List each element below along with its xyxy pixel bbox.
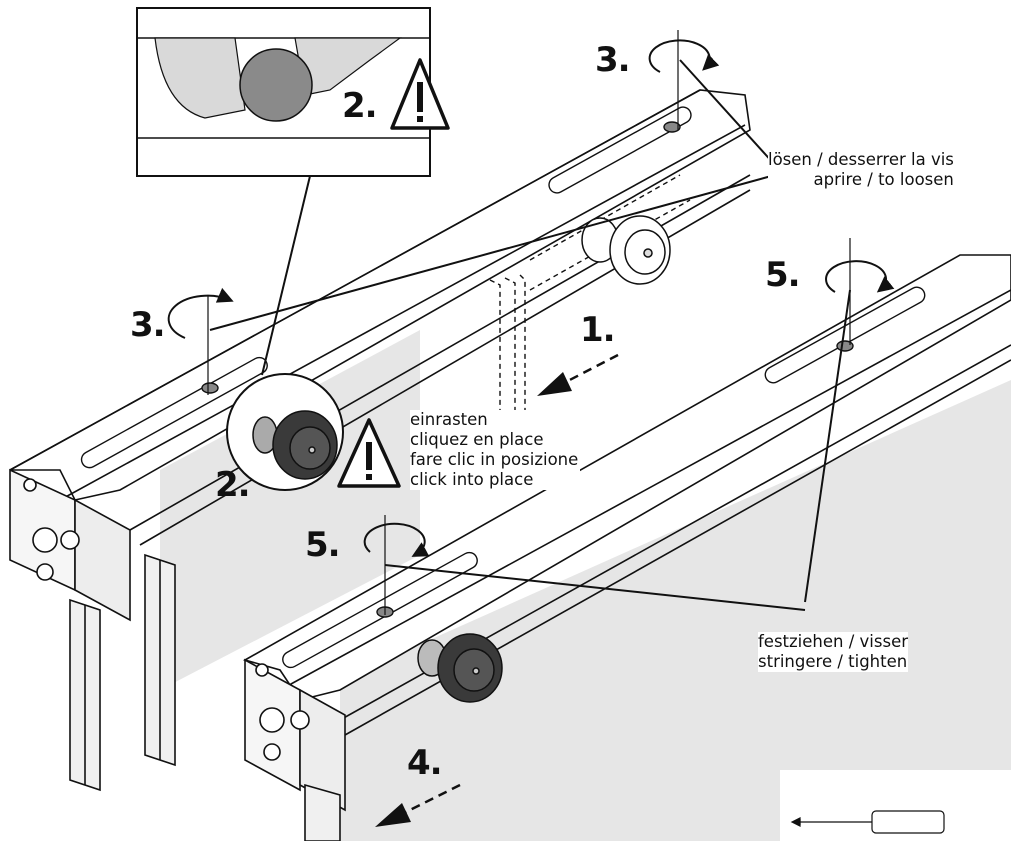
rotation-arrows <box>167 30 895 615</box>
note-click-line-1: einrasten <box>410 410 488 429</box>
note-loosen: lösen / desserrer la vis aprire / to loo… <box>768 150 954 190</box>
step-label-1: 1. <box>580 310 616 350</box>
step-label-2: 2. <box>215 465 251 505</box>
step-label-4: 4. <box>407 743 443 783</box>
leader-lines <box>209 59 851 611</box>
note-tighten: festziehen / visser stringere / tighten <box>758 632 909 672</box>
note-click-line-3: fare clic in posizione <box>410 450 579 469</box>
step-label-3-top: 3. <box>595 40 631 80</box>
knob-back <box>581 215 671 285</box>
step-label-5-mid: 5. <box>305 525 341 565</box>
note-loosen-line-2: aprire / to loosen <box>813 170 954 189</box>
knob-front <box>417 633 503 703</box>
screwdriver-icon <box>790 810 945 834</box>
note-loosen-line-1: lösen / desserrer la vis <box>768 150 954 169</box>
warning-triangle-icon <box>337 418 401 488</box>
warning-triangle-icon <box>390 58 450 130</box>
note-click-line-2: cliquez en place <box>410 430 544 449</box>
note-click-line-4: click into place <box>410 470 534 489</box>
step-label-2-inset: 2. <box>342 86 378 126</box>
rail-front <box>242 254 1011 842</box>
note-tighten-line-2: stringere / tighten <box>758 652 908 671</box>
push-arrows <box>375 353 619 827</box>
step-label-3-left: 3. <box>130 305 166 345</box>
zoom-inset <box>136 7 431 376</box>
rail-back-slots <box>80 106 692 469</box>
glass-panel-front <box>340 380 1011 841</box>
note-tighten-line-1: festziehen / visser <box>758 632 909 651</box>
rail-front-slots <box>282 286 926 669</box>
knob-magnified <box>226 373 344 491</box>
step-label-5-top: 5. <box>765 255 801 295</box>
note-click-into-place: einrasten cliquez en place fare clic in … <box>410 410 581 490</box>
